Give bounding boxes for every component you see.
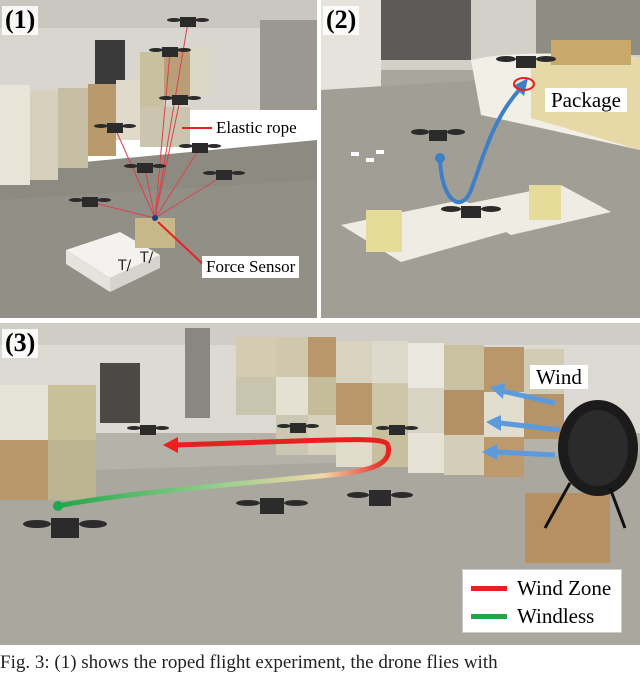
trajectory-start — [53, 501, 63, 511]
wind-label: Wind — [530, 365, 588, 390]
panel-2-label: (2) — [323, 5, 360, 35]
force-sensor-pointer — [157, 221, 206, 267]
box-left — [366, 210, 402, 252]
package-label: Package — [545, 88, 627, 113]
doorway — [95, 40, 125, 85]
panel-1-roped-flight: T/ T/ (1) Elast — [0, 0, 317, 318]
legend-item-windless: Windless — [471, 602, 611, 630]
trajectory-start — [435, 153, 445, 163]
wind-arrows — [482, 383, 561, 460]
force-sensor-marker — [152, 215, 158, 221]
force-sensor-label: Force Sensor — [202, 256, 300, 278]
trajectory-arrowhead — [513, 78, 528, 96]
legend-item-wind-zone: Wind Zone — [471, 574, 611, 602]
package-marker — [513, 77, 535, 91]
drones — [69, 17, 245, 207]
trajectory-wind-zone — [174, 437, 391, 448]
foam-wall — [0, 46, 210, 185]
figure-caption: Fig. 3: (1) shows the roped flight exper… — [0, 652, 498, 673]
legend-label-wind-zone: Wind Zone — [517, 575, 612, 600]
panel-2-photo — [321, 0, 640, 318]
panel-3-wind-experiment: (3) Wind Wind Zone Windless — [0, 323, 640, 645]
fan — [543, 400, 638, 529]
panel-2-package-transport: (2) Package — [321, 0, 640, 318]
box-right — [529, 185, 561, 220]
legend-label-windless: Windless — [517, 603, 595, 628]
svg-text:T/: T/ — [117, 258, 132, 274]
trajectory-curve — [438, 86, 523, 205]
trajectory-windless — [57, 444, 392, 509]
panel-1-label: (1) — [2, 5, 39, 35]
elastic-ropes — [89, 21, 225, 219]
legend-swatch-windless — [471, 613, 507, 619]
elastic-rope-label: Elastic rope — [212, 117, 301, 139]
drones — [23, 423, 418, 538]
panel-3-label: (3) — [2, 328, 39, 358]
svg-text:T/: T/ — [139, 250, 154, 266]
drones — [411, 56, 556, 218]
legend-swatch-wind-zone — [471, 585, 507, 591]
trajectory-legend: Wind Zone Windless — [462, 569, 623, 633]
trajectory-arrowhead — [163, 437, 178, 453]
box-stack — [525, 493, 610, 563]
